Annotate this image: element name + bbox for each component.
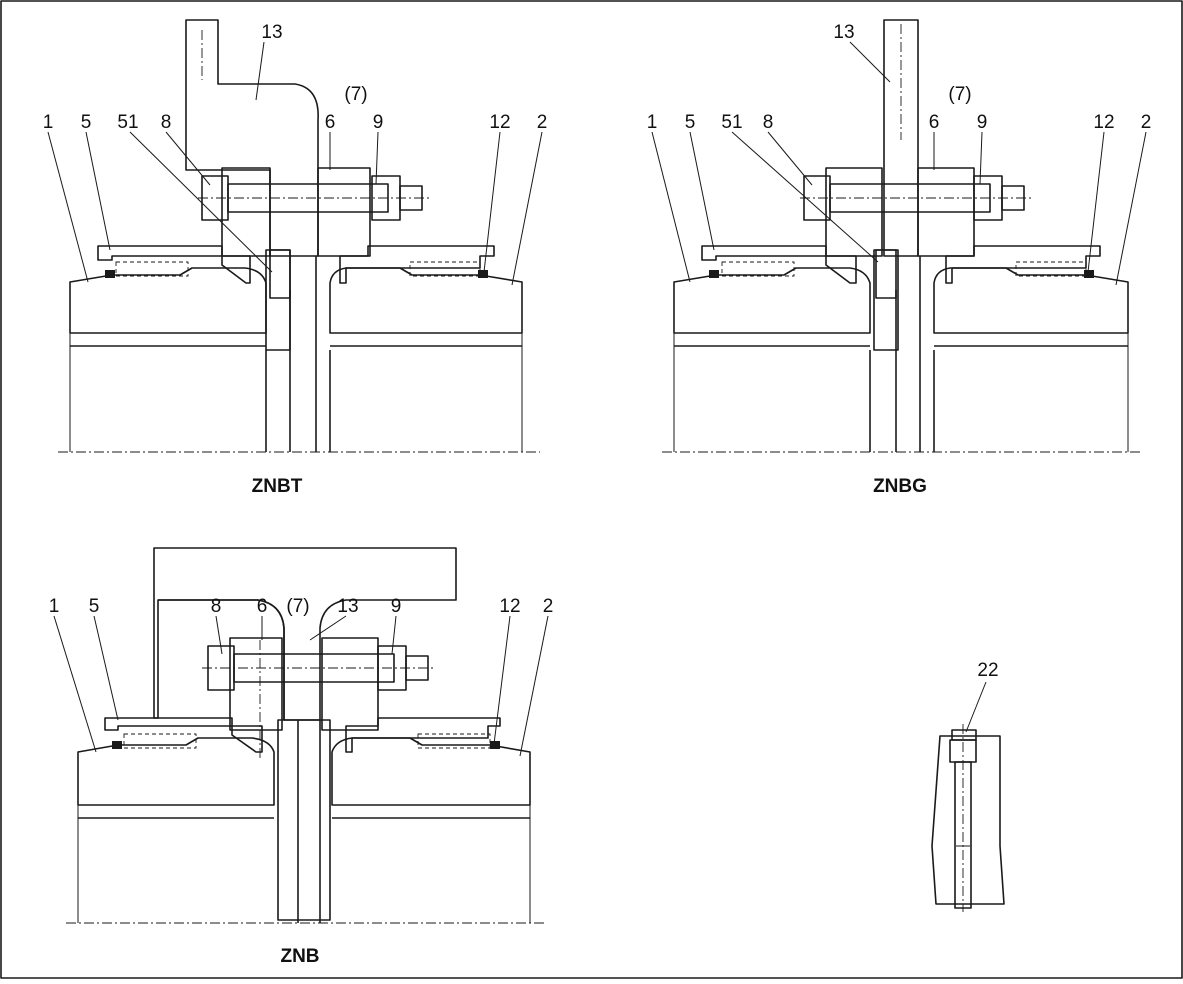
label-7: (7)	[286, 596, 309, 617]
label-5: 5	[89, 596, 100, 617]
part-labels: 1 5 51 8 13 (7) 6 9 12 2 ZNBT 1 5 51 8 1…	[43, 22, 1152, 967]
label-9: 9	[977, 112, 988, 133]
label-12: 12	[489, 112, 510, 133]
grease-nipple-22	[951, 729, 977, 741]
figure-znbg	[662, 19, 1142, 453]
label-9: 9	[391, 596, 402, 617]
label-7: (7)	[948, 84, 971, 105]
spacer-51	[269, 249, 291, 299]
hub-left	[673, 267, 871, 334]
label-2: 2	[1141, 112, 1152, 133]
label-8: 8	[161, 112, 172, 133]
sleeve-left	[104, 717, 263, 753]
label-51: 51	[117, 112, 138, 133]
sleeve-right	[339, 245, 495, 284]
caption-znbg: ZNBG	[873, 476, 927, 497]
detail-section	[931, 735, 1005, 905]
hub-right	[329, 267, 523, 334]
sleeve-right	[345, 717, 501, 753]
figure-znb	[66, 547, 546, 924]
label-1: 1	[49, 596, 60, 617]
label-12: 12	[499, 596, 520, 617]
label-5: 5	[81, 112, 92, 133]
label-5: 5	[685, 112, 696, 133]
brake-drum-13	[153, 547, 457, 721]
label-12: 12	[1093, 112, 1114, 133]
label-13: 13	[833, 22, 854, 43]
label-2: 2	[537, 112, 548, 133]
label-9: 9	[373, 112, 384, 133]
hub-right	[331, 737, 531, 806]
label-1: 1	[43, 112, 54, 133]
spacer-51	[875, 249, 897, 299]
caption-znb: ZNB	[280, 946, 319, 967]
detail-grease-nipple	[931, 724, 1005, 912]
label-6: 6	[929, 112, 940, 133]
hub-right	[933, 267, 1129, 334]
label-22: 22	[977, 660, 998, 681]
brake-disc-13	[883, 19, 919, 257]
caption-znbt: ZNBT	[252, 476, 303, 497]
hub-left	[69, 267, 267, 334]
label-1: 1	[647, 112, 658, 133]
figure-znbt	[58, 19, 540, 453]
leader-lines	[47, 41, 1147, 757]
label-8: 8	[211, 596, 222, 617]
sleeve-right	[945, 245, 1101, 284]
label-13: 13	[261, 22, 282, 43]
label-6: 6	[325, 112, 336, 133]
label-13: 13	[337, 596, 358, 617]
label-6: 6	[257, 596, 268, 617]
label-7: (7)	[344, 84, 367, 105]
sleeve-left	[701, 245, 857, 284]
sleeve-left	[97, 245, 251, 284]
label-51: 51	[721, 112, 742, 133]
label-8: 8	[763, 112, 774, 133]
label-2: 2	[543, 596, 554, 617]
